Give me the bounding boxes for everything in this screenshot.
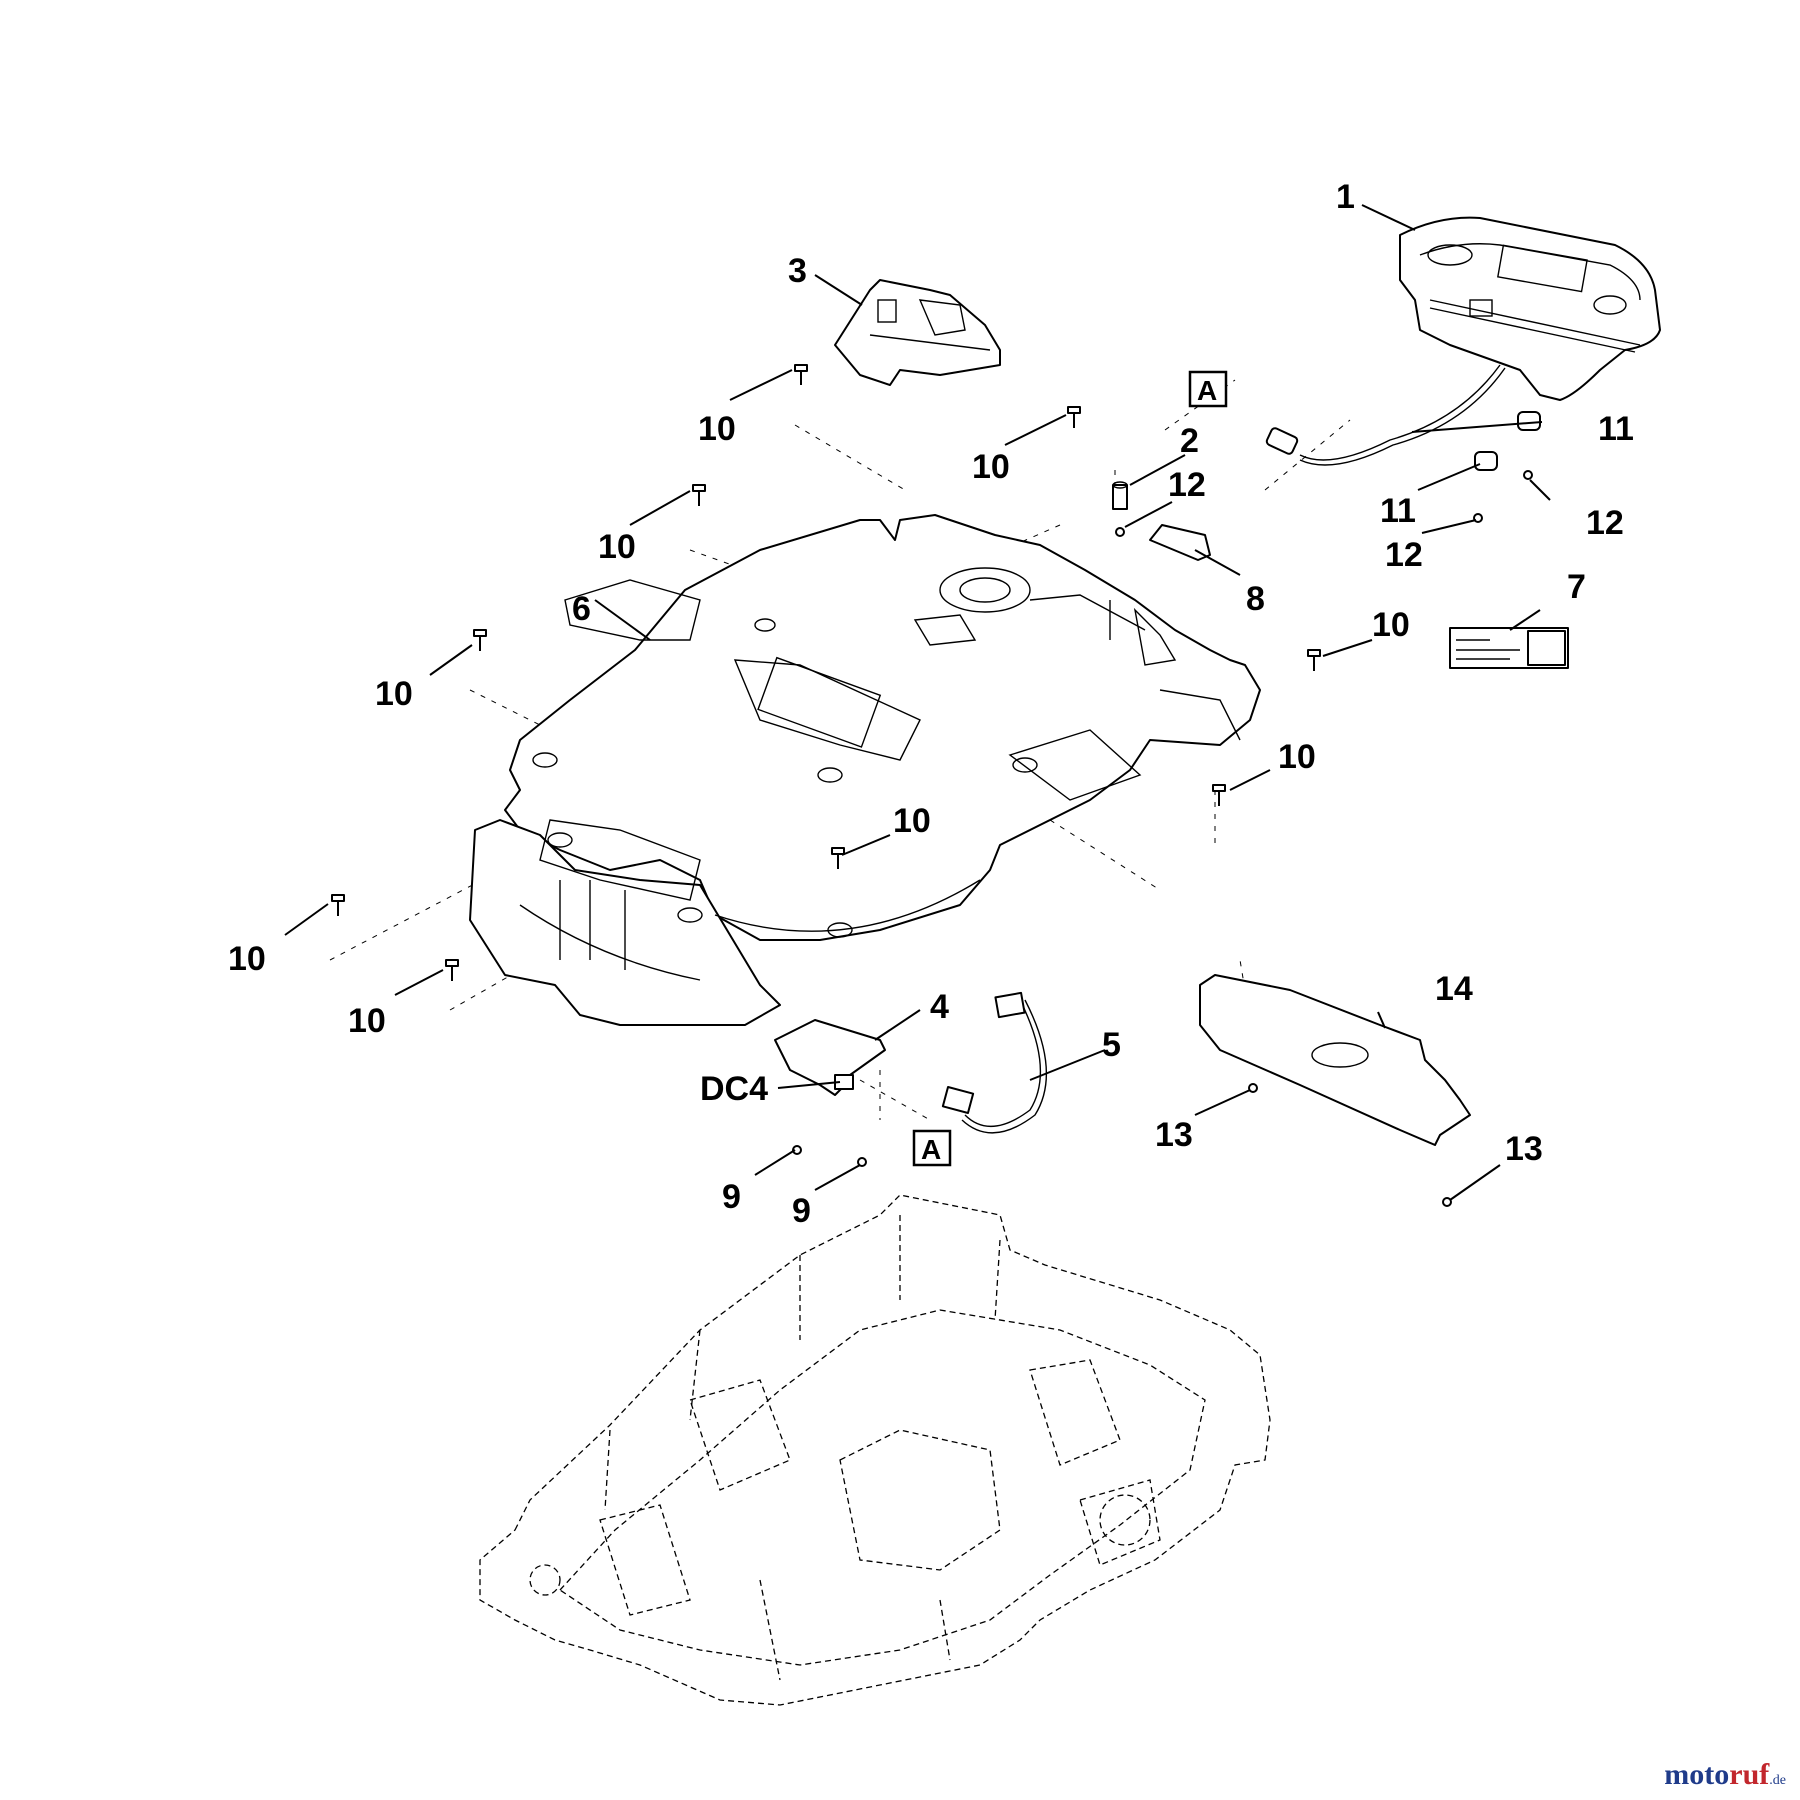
leader-lines	[284, 204, 1551, 1201]
base-chassis	[479, 1194, 1271, 1706]
callout-10: 10	[698, 410, 736, 448]
svg-text:A: A	[921, 1134, 941, 1165]
sleeve	[1112, 481, 1128, 510]
callout-12: 12	[1385, 536, 1423, 574]
label-sticker	[1449, 627, 1569, 669]
screw-icon	[1067, 406, 1081, 428]
callout-10: 10	[348, 1002, 386, 1040]
circuit-board	[774, 1019, 886, 1096]
strip-cover	[1199, 974, 1471, 1146]
watermark-part3: .de	[1769, 1773, 1786, 1788]
callout-10: 10	[598, 528, 636, 566]
callout-11: 11	[1598, 410, 1634, 448]
callout-9: 9	[722, 1178, 741, 1216]
svg-text:A: A	[1197, 375, 1217, 406]
watermark-logo: motoruf.de	[1664, 1758, 1786, 1792]
callout-13: 13	[1155, 1116, 1193, 1154]
callout-7: 7	[1567, 568, 1586, 606]
callout-12: 12	[1168, 466, 1206, 504]
screw-icon	[445, 959, 459, 981]
callout-dc4: DC4	[700, 1070, 768, 1108]
grommets	[1474, 411, 1541, 471]
reference-box-top: A	[1188, 370, 1228, 408]
callout-1: 1	[1336, 178, 1355, 216]
callout-9: 9	[792, 1192, 811, 1230]
callout-10: 10	[228, 940, 266, 978]
screw-icon	[692, 484, 706, 506]
callout-10: 10	[1278, 738, 1316, 776]
callout-4: 4	[930, 988, 949, 1026]
callout-13: 13	[1505, 1130, 1543, 1168]
screw-icon	[831, 847, 845, 869]
screws	[331, 364, 1533, 1207]
callout-8: 8	[1246, 580, 1265, 618]
callout-11: 11	[1380, 492, 1416, 530]
callouts: 1 3 10 10 2 12 10 8 6 7 10 10 10 10 10 1…	[228, 178, 1634, 1230]
callout-10: 10	[375, 675, 413, 713]
reference-box-bottom: A	[912, 1129, 952, 1167]
callout-10: 10	[893, 802, 931, 840]
callout-10: 10	[972, 448, 1010, 486]
cable-harness	[941, 991, 1048, 1134]
callout-2: 2	[1180, 422, 1199, 460]
screw-icon	[473, 629, 487, 651]
callout-6: 6	[572, 590, 591, 628]
small-cover	[834, 279, 1001, 386]
display-unit	[1265, 216, 1661, 466]
callout-3: 3	[788, 252, 807, 290]
screw-icon	[331, 894, 345, 916]
watermark-part2: ruf	[1729, 1758, 1770, 1791]
screw-icon	[1307, 649, 1321, 671]
screw-icon	[1212, 784, 1226, 806]
callout-12: 12	[1586, 504, 1624, 542]
callout-5: 5	[1102, 1026, 1121, 1064]
watermark-part1: moto	[1664, 1758, 1730, 1791]
housing-cover	[469, 514, 1261, 1026]
screw-icon	[794, 364, 808, 385]
small-plate	[1149, 524, 1211, 561]
callout-10: 10	[1372, 606, 1410, 644]
callout-14: 14	[1435, 970, 1473, 1008]
